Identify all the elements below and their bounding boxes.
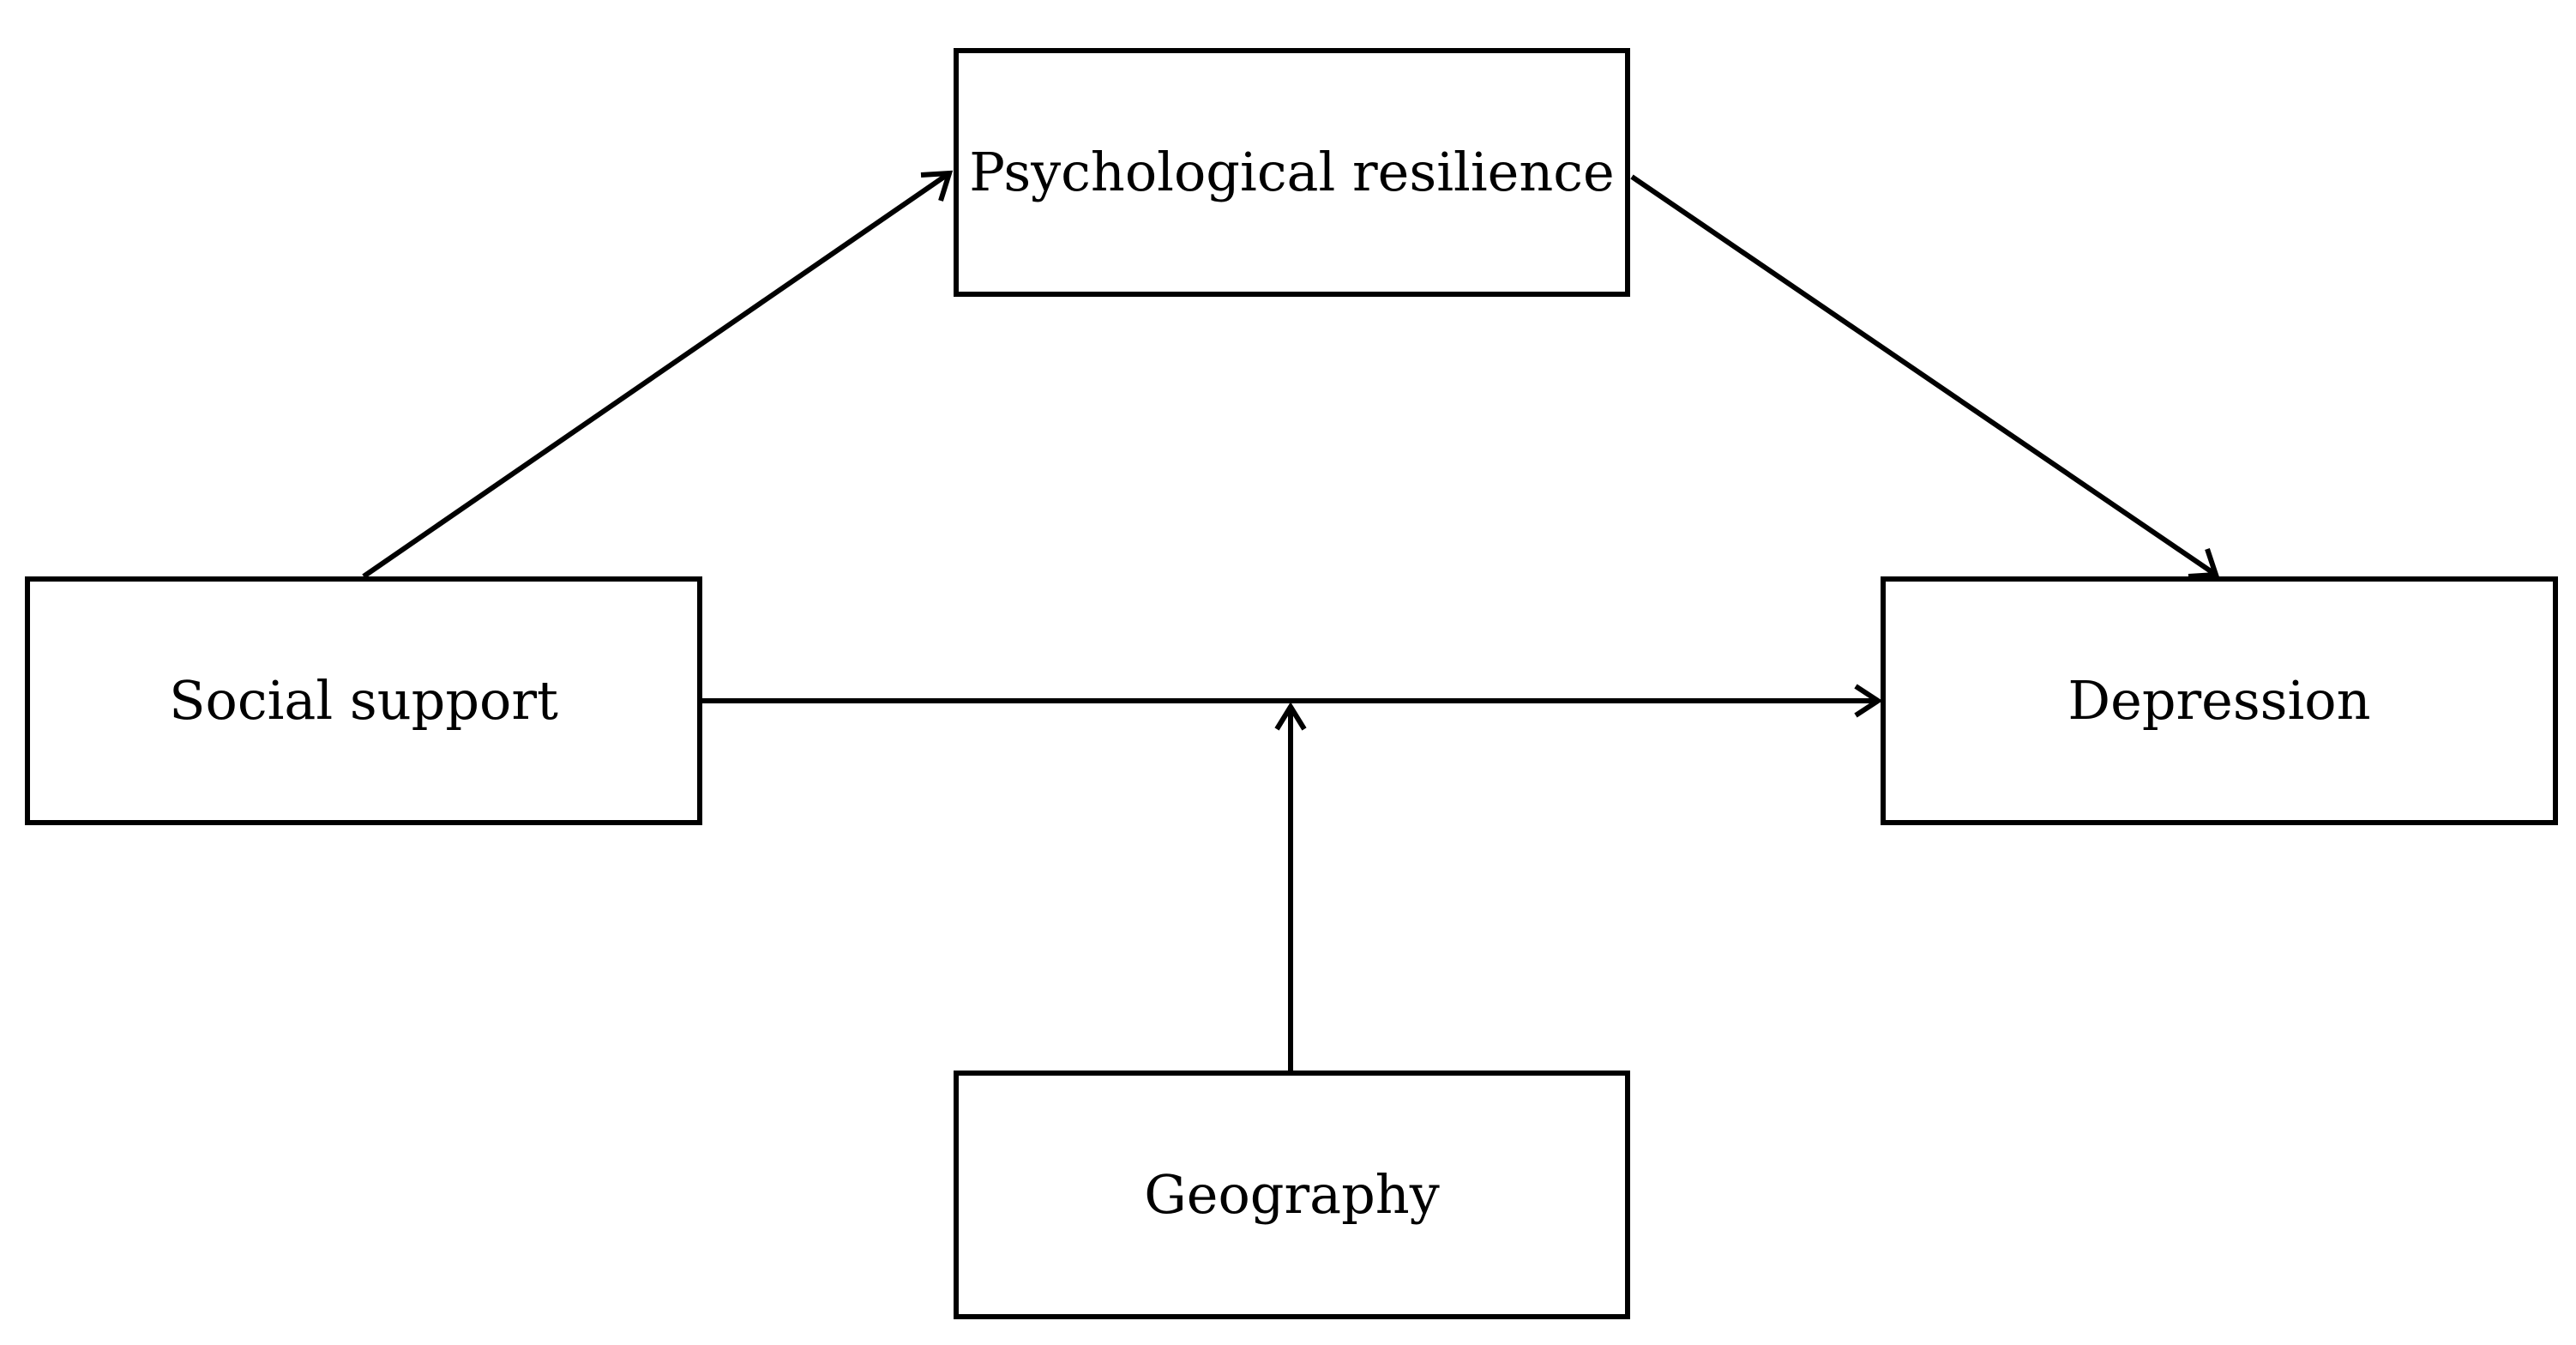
edge-resilience-to-depression: [1630, 174, 2220, 579]
node-label-depression: Depression: [2067, 669, 2371, 732]
node-social-support: Social support: [25, 576, 702, 825]
node-label-psychological-resilience: Psychological resilience: [969, 141, 1615, 203]
edge-social-to-resilience: [362, 170, 954, 579]
edge-social-to-depression: [702, 684, 1883, 718]
node-depression: Depression: [1881, 576, 2558, 825]
node-geography: Geography: [954, 1071, 1630, 1319]
edge-geography-moderation: [1274, 702, 1307, 1071]
node-label-social-support: Social support: [169, 669, 558, 732]
node-psychological-resilience: Psychological resilience: [954, 48, 1630, 297]
node-label-geography: Geography: [1144, 1163, 1440, 1226]
